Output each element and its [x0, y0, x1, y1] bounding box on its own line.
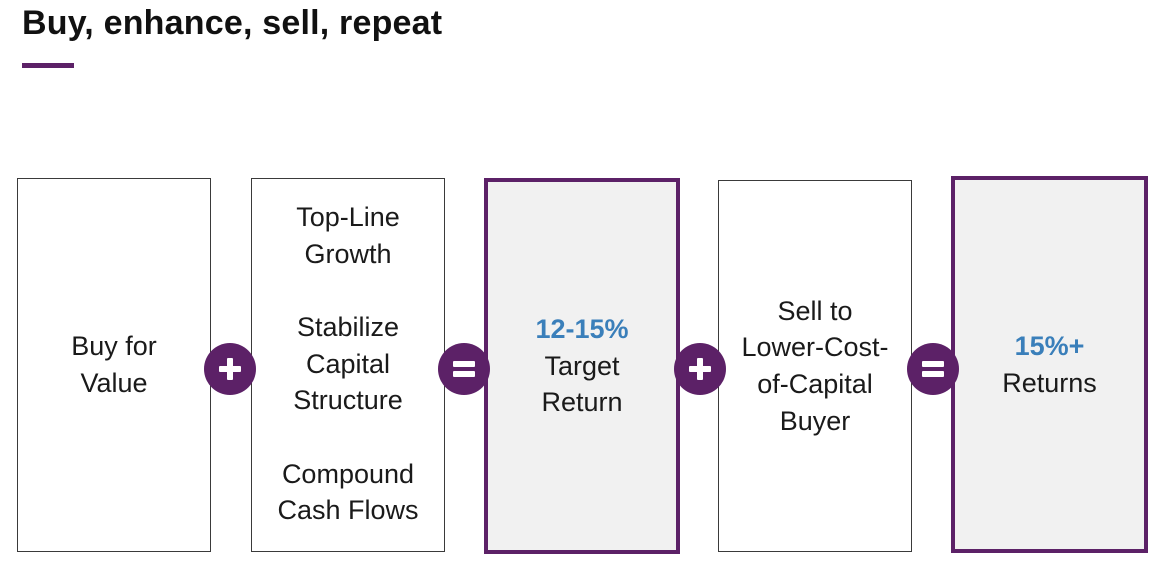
target-return-value: 12-15% — [535, 313, 629, 344]
step-sell-to-buyer: Sell to Lower-Cost- of-Capital Buyer — [718, 180, 912, 552]
page-title: Buy, enhance, sell, repeat — [22, 4, 443, 42]
returns-value: 15%+ — [1014, 330, 1085, 361]
step-line: Buyer — [779, 405, 851, 436]
step-line: Cash Flows — [277, 495, 419, 526]
title-underline — [22, 63, 74, 68]
step-line: Top-Line — [296, 202, 400, 232]
step-buy-for-value: Buy for Value — [17, 178, 211, 552]
equals-icon — [907, 343, 959, 395]
step-returns: 15%+ Returns — [951, 176, 1148, 553]
step-enhance: Top-Line Growth Stabilize Capital Struct… — [251, 178, 445, 552]
step-line: Compound — [281, 458, 415, 489]
step-line: Return — [541, 387, 623, 418]
step-line: Stabilize — [296, 311, 400, 342]
step-line: Value — [80, 368, 148, 398]
enhance-group-capital-structure: Stabilize Capital Structure — [293, 309, 403, 419]
step-line: Sell to — [777, 295, 853, 326]
step-line: Target — [544, 350, 620, 381]
plus-icon — [674, 343, 726, 395]
step-line: Returns — [1002, 367, 1097, 398]
step-line: Capital — [305, 348, 391, 379]
step-line: of-Capital — [757, 369, 873, 399]
step-line: Lower-Cost- — [741, 332, 889, 363]
step-target-return: 12-15% Target Return — [484, 178, 680, 554]
step-line: Structure — [293, 385, 403, 416]
step-line: Growth — [304, 238, 392, 269]
equals-icon — [438, 343, 490, 395]
plus-icon — [204, 343, 256, 395]
enhance-group-cash-flows: Compound Cash Flows — [277, 456, 418, 529]
enhance-group-top-line-growth: Top-Line Growth — [296, 199, 400, 272]
step-line: Buy for — [71, 331, 157, 362]
